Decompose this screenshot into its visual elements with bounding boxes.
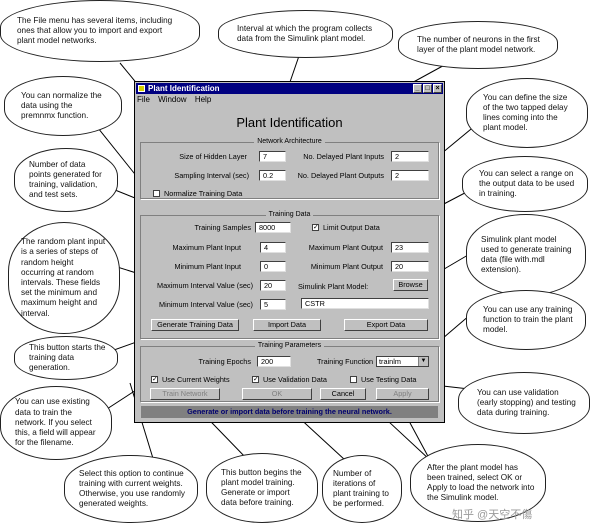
min-plant-input-field[interactable]: 0 <box>260 261 286 272</box>
watermark: 知乎 @天空不傷 <box>452 509 533 521</box>
train-network-button[interactable]: Train Network <box>150 388 220 400</box>
max-plant-input-field[interactable]: 4 <box>260 242 286 253</box>
dropdown-arrow-icon[interactable]: ▼ <box>418 357 428 366</box>
use-current-weights-label: Use Current Weights <box>162 375 230 384</box>
training-parameters-group: Training Parameters <box>140 342 439 402</box>
plant-identification-window: Plant Identification _ □ × File Window H… <box>134 81 445 423</box>
callout-start-generation: This button starts the training data gen… <box>14 336 118 380</box>
apply-button[interactable]: Apply <box>376 388 429 400</box>
callout-select-range: You can select a range on the output dat… <box>462 156 588 212</box>
training-function-label: Training Function <box>317 357 374 366</box>
menu-file[interactable]: File <box>137 95 150 104</box>
cancel-button[interactable]: Cancel <box>320 388 366 400</box>
window-title: Plant Identification <box>148 84 220 93</box>
min-plant-output-label: Minimum Plant Output <box>310 262 383 271</box>
callout-continue-training: Select this option to continue training … <box>64 455 198 523</box>
status-bar: Generate or import data before training … <box>141 406 438 418</box>
sampling-interval-field[interactable]: 0.2 <box>259 170 286 181</box>
min-plant-input-label: Minimum Plant Input <box>174 262 241 271</box>
callout-validation: You can use validation (early stopping) … <box>458 372 590 434</box>
training-samples-label: Training Samples <box>194 223 251 232</box>
min-plant-output-field[interactable]: 20 <box>391 261 429 272</box>
hidden-layer-label: Size of Hidden Layer <box>179 152 247 161</box>
app-icon <box>138 85 145 92</box>
delayed-inputs-label: No. Delayed Plant Inputs <box>303 152 384 161</box>
training-epochs-label: Training Epochs <box>198 357 251 366</box>
min-interval-label: Minimum Interval Value (sec) <box>159 300 253 309</box>
callout-begin-training: This button begins the plant model train… <box>206 453 318 523</box>
use-testing-data-checkbox[interactable] <box>350 376 357 383</box>
training-epochs-field[interactable]: 200 <box>257 356 291 367</box>
training-data-group: Training Data <box>140 211 439 339</box>
callout-neurons: The number of neurons in the first layer… <box>398 21 558 69</box>
use-validation-data-checkbox[interactable]: ✓ <box>252 376 259 383</box>
callout-existing-data: You can use existing data to train the n… <box>0 386 112 460</box>
callout-random-input: The random plant input is a series of st… <box>8 222 120 334</box>
ok-button[interactable]: OK <box>242 388 312 400</box>
min-interval-field[interactable]: 5 <box>260 299 286 310</box>
training-function-select[interactable]: trainlm ▼ <box>376 356 429 367</box>
limit-output-checkbox[interactable]: ✓ <box>312 224 319 231</box>
import-data-button[interactable]: Import Data <box>253 319 321 331</box>
limit-output-label: Limit Output Data <box>323 223 380 232</box>
training-function-value: trainlm <box>379 357 401 366</box>
delayed-outputs-field[interactable]: 2 <box>391 170 429 181</box>
hidden-layer-field[interactable]: 7 <box>259 151 286 162</box>
callout-ok-apply: After the plant model has been trained, … <box>410 444 546 522</box>
callout-training-function: You can use any training function to tra… <box>466 290 586 350</box>
max-interval-field[interactable]: 20 <box>260 280 286 291</box>
simulink-model-field[interactable]: CSTR <box>301 298 429 309</box>
page-title: Plant Identification <box>236 115 343 130</box>
menu-bar: File Window Help <box>137 95 217 104</box>
callout-interval: Interval at which the program collects d… <box>218 10 393 58</box>
minimize-icon[interactable]: _ <box>413 84 422 93</box>
menu-help[interactable]: Help <box>194 95 212 104</box>
max-interval-label: Maximum Interval Value (sec) <box>157 281 253 290</box>
callout-data-points: Number of data points generated for trai… <box>14 148 118 212</box>
network-architecture-label: Network Architecture <box>254 138 325 145</box>
callout-simulink-model: Simulink plant model used to generate tr… <box>466 214 586 296</box>
delayed-inputs-field[interactable]: 2 <box>391 151 429 162</box>
browse-button[interactable]: Browse <box>393 279 428 291</box>
training-parameters-label: Training Parameters <box>254 342 325 349</box>
training-samples-field[interactable]: 8000 <box>255 222 291 233</box>
max-plant-input-label: Maximum Plant Input <box>172 243 241 252</box>
maximize-icon[interactable]: □ <box>423 84 432 93</box>
callout-normalize: You can normalize the data using the pre… <box>4 76 122 136</box>
network-architecture-group: Network Architecture <box>140 138 439 199</box>
generate-training-data-button[interactable]: Generate Training Data <box>151 319 239 331</box>
callout-iterations: Number of iterations of plant training t… <box>322 455 402 523</box>
menu-window[interactable]: Window <box>158 95 187 104</box>
use-validation-data-label: Use Validation Data <box>263 375 327 384</box>
callout-delay: You can define the size of the two tappe… <box>466 78 588 148</box>
max-plant-output-label: Maximum Plant Output <box>308 243 383 252</box>
simulink-plant-model-label: Simulink Plant Model: <box>298 282 369 291</box>
max-plant-output-field[interactable]: 23 <box>391 242 429 253</box>
use-current-weights-checkbox[interactable]: ✓ <box>151 376 158 383</box>
use-testing-data-label: Use Testing Data <box>361 375 417 384</box>
training-data-label: Training Data <box>265 211 314 218</box>
title-bar: Plant Identification _ □ × <box>136 83 443 94</box>
delayed-outputs-label: No. Delayed Plant Outputs <box>297 171 384 180</box>
callout-file-menu: The File menu has several items, includi… <box>0 0 200 62</box>
normalize-label: Normalize Training Data <box>164 189 243 198</box>
export-data-button[interactable]: Export Data <box>344 319 428 331</box>
sampling-interval-label: Sampling Interval (sec) <box>174 171 249 180</box>
close-icon[interactable]: × <box>433 84 442 93</box>
normalize-checkbox[interactable] <box>153 190 160 197</box>
